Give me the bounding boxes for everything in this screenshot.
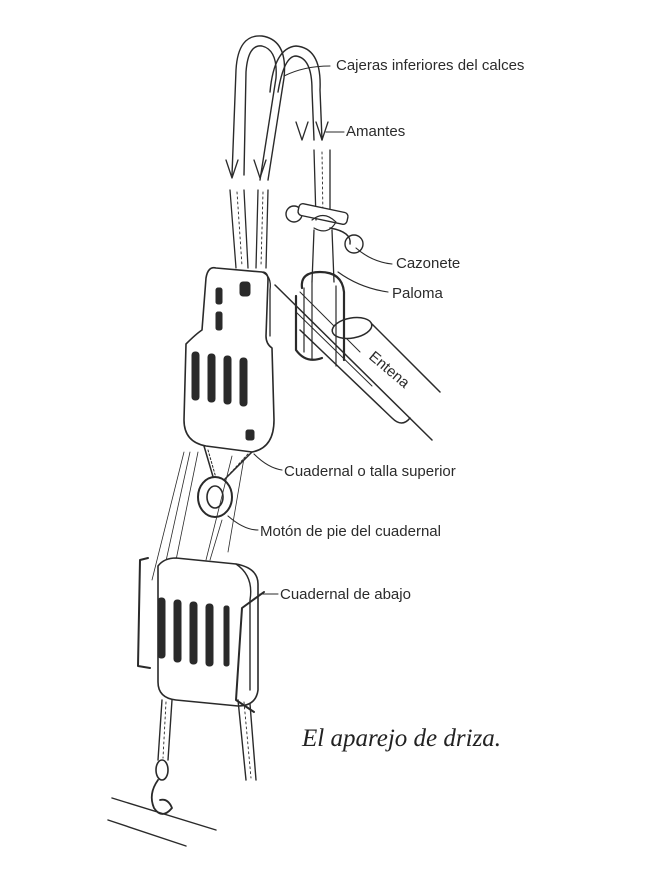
paloma-lashing <box>294 270 346 367</box>
label-entena: Entena <box>365 348 413 392</box>
lower-rope-and-hook <box>107 699 257 847</box>
lower-block <box>137 557 265 713</box>
label-cajeras: Cajeras inferiores del calces <box>336 57 524 74</box>
diagram-caption: El aparejo de driza. <box>301 725 501 752</box>
cazonete-toggle <box>285 202 364 254</box>
label-cuadernal-superior: Cuadernal o talla superior <box>284 463 456 480</box>
tackle-falls <box>151 451 245 581</box>
moton-de-pie <box>197 476 233 518</box>
label-cuadernal-abajo: Cuadernal de abajo <box>280 586 411 603</box>
leader-lines <box>227 65 393 595</box>
rope-to-upper-block <box>229 189 269 269</box>
label-amantes: Amantes <box>346 123 405 140</box>
label-cazonete: Cazonete <box>396 255 460 272</box>
label-paloma: Paloma <box>392 285 444 302</box>
entena-yard <box>274 284 441 441</box>
label-moton-de-pie: Motón de pie del cuadernal <box>260 523 441 540</box>
amantes-rope-loops <box>225 35 329 181</box>
upper-block <box>183 266 275 453</box>
